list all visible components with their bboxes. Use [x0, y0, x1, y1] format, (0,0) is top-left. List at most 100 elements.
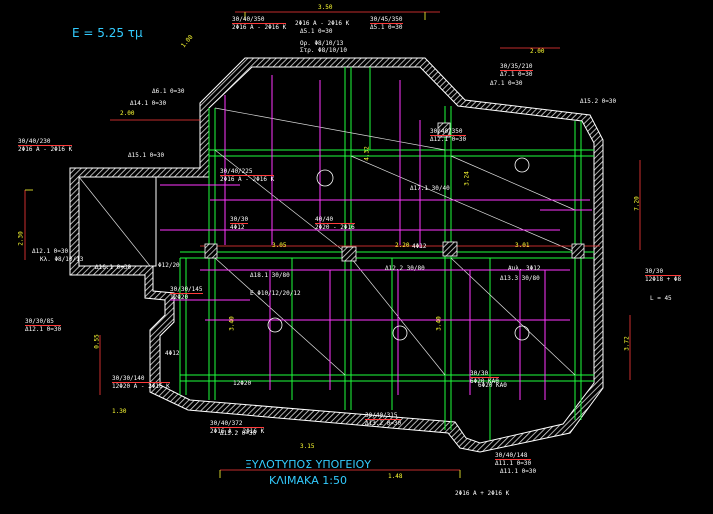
dim-top: 3.50	[318, 4, 333, 11]
beam-tag-3-id: 30/40/225	[220, 168, 275, 176]
beam-tag-6: 40/40 2Φ20 - 2Φ16	[315, 216, 355, 231]
beam-tag-10-sub: Δ13.2 0=30	[365, 420, 402, 427]
note-d: Στρ. Φ8/10/10	[300, 47, 347, 54]
drawing-title: ΞΥΛΟΤΥΠΟΣ ΥΠΟΓΕΙΟΥ ΚΛΙΜΑΚΑ 1:50	[238, 458, 378, 487]
beam-tag-12-sub: 6Φ20 ΚΑΘ	[470, 378, 499, 385]
beam-tag-16-sub: Δ12.1 0=30	[25, 326, 62, 333]
beam-tag-15-id: 30/30/140	[112, 375, 170, 383]
beam-tag-8-id: 30/30	[230, 216, 249, 224]
rebar-lines	[160, 75, 592, 400]
note-f: Δ12.1 0=30	[32, 248, 69, 255]
note-i: Αυλ. 3Φ12	[508, 265, 541, 272]
beam-tag-4-sub: Δ12.1 0=30	[430, 136, 467, 143]
beam-tag-16-id: 30/30/85	[25, 318, 62, 326]
beam-tag-2-id: 30/45/350	[370, 16, 403, 24]
beam-tag-15-sub: 12Φ20 Α - 2Φ16 Κ	[112, 383, 170, 390]
title-line-2: ΚΛΙΜΑΚΑ 1:50	[269, 474, 347, 487]
dim-bottom-span: 3.15	[300, 443, 315, 450]
note-m: Δ12.2 30/80	[385, 265, 425, 272]
beam-tag-4: 30/40/350 Δ12.1 0=30	[430, 128, 467, 143]
beam-tag-7-sub: 12Φ20	[170, 294, 189, 301]
note-s: Δ16.1 0=30	[95, 264, 132, 271]
left-room	[78, 176, 157, 267]
section-markers	[267, 157, 530, 341]
beam-tag-13-id: 30/35/210	[500, 63, 533, 71]
beam-tag-6-id: 40/40	[315, 216, 355, 224]
dim-left-top: 2.00	[120, 110, 135, 117]
note-h: Δ13.2 0=30	[220, 430, 257, 437]
beam-tag-14-id: 30/30	[645, 268, 682, 276]
beam-tag-2-sub: Δ5.1 0=30	[370, 24, 403, 31]
dim-row-b: 2.20	[395, 242, 410, 249]
note-t: Δ6.1 0=30	[152, 88, 185, 95]
note-b: Δ5.1 0=30	[300, 28, 333, 35]
note-y: L = 45	[650, 295, 672, 302]
note-z: 4Φ12	[412, 243, 427, 250]
note-a: 2Φ16 Α - 2Φ16 Κ	[295, 20, 350, 27]
beam-tag-7-id: 30/30/145	[170, 286, 203, 294]
note-n: Δ17.1 30/40	[410, 185, 450, 192]
beam-tag-16: 30/30/85 Δ12.1 0=30	[25, 318, 62, 333]
beam-tag-8-sub: 4Φ12	[230, 224, 245, 231]
beam-tag-10: 30/40/315 Δ13.2 0=30	[365, 412, 402, 427]
beam-tag-5-id: 30/40/230	[18, 138, 73, 146]
beam-tag-12: 30/30 6Φ20 ΚΑΘ	[470, 370, 499, 385]
beam-tag-2: 30/45/350 Δ5.1 0=30	[370, 16, 403, 31]
dim-vert-right: 7.20	[633, 196, 641, 211]
beam-tag-12-id: 30/30	[470, 370, 499, 378]
dim-small-1: 1.30	[112, 408, 127, 415]
dim-top-right: 2.00	[530, 48, 545, 55]
beam-tag-4-id: 30/40/350	[430, 128, 467, 136]
beam-tag-11-id: 30/40/148	[495, 452, 532, 460]
note-u: Δ7.1 0=30	[490, 80, 523, 87]
note-e: Κλ. Φ8/10/13	[40, 256, 84, 263]
note-r: Φ12/20	[158, 262, 180, 269]
beam-tag-10-id: 30/40/315	[365, 412, 402, 420]
dim-mid-beam: 3.40	[435, 316, 443, 331]
beam-tag-11-sub: Δ11.1 0=30	[495, 460, 532, 467]
beam-tag-5-sub: 2Φ16 Α - 2Φ16 Κ	[18, 146, 73, 153]
beam-tag-6-sub: 2Φ20 - 2Φ16	[315, 224, 355, 231]
beam-tag-3-sub: 2Φ16 Α - 2Φ16 Κ	[220, 176, 275, 183]
beam-tag-15: 30/30/140 12Φ20 Α - 2Φ16 Κ	[112, 375, 170, 390]
note-w: Δ15.2 0=30	[580, 98, 617, 105]
beam-tag-8: 30/30 4Φ12	[230, 216, 249, 231]
note-p: 4Φ12	[165, 350, 180, 357]
dim-left-low: 0.55	[93, 334, 101, 349]
yellow-marks	[25, 12, 461, 478]
note-aa: 2Φ16 Α + 2Φ16 Κ	[455, 490, 510, 497]
beam-tag-1-sub: 2Φ16 Α - 2Φ16 Κ	[232, 24, 287, 31]
dim-left-beam: 3.40	[228, 316, 236, 331]
dim-row-c: 3.01	[515, 242, 530, 249]
dim-right-beam: 3.72	[623, 336, 631, 351]
columns	[204, 122, 585, 262]
outer-wall	[69, 57, 604, 453]
note-q: 12Φ20	[233, 380, 252, 387]
note-o: 6Φ20 ΚΑΘ	[478, 382, 507, 389]
beam-tag-1-id: 30/40/350	[232, 16, 287, 24]
note-k: Δ18.1 30/80	[250, 272, 290, 279]
dim-left-mid: 2.30	[17, 231, 25, 246]
beam-tag-3: 30/40/225 2Φ16 Α - 2Φ16 Κ	[220, 168, 275, 183]
beam-tag-9-sub: 2Φ16 Α - 2Φ16 Κ	[210, 428, 265, 435]
scale-note: E = 5.25 τμ	[72, 26, 143, 40]
dim-row-a: 3.05	[272, 242, 287, 249]
beam-tag-14-sub: 12Φ18 + Φ8	[645, 276, 682, 283]
beam-tag-1: 30/40/350 2Φ16 Α - 2Φ16 Κ	[232, 16, 287, 31]
dim-bottom-right: 1.48	[388, 473, 403, 480]
beam-tag-9-id: 30/40/372	[210, 420, 265, 428]
beam-tag-11: 30/40/148 Δ11.1 0=30	[495, 452, 532, 467]
dim-vert-center: 4.32	[363, 146, 371, 161]
beam-tag-9: 30/40/372 2Φ16 Α - 2Φ16 Κ	[210, 420, 265, 435]
note-l: Δ13.3 30/80	[500, 275, 540, 282]
beam-tag-14: 30/30 12Φ18 + Φ8	[645, 268, 682, 283]
note-x: Δ14.1 0=30	[130, 100, 167, 107]
dim-right-vert: 3.24	[463, 171, 471, 186]
beam-tag-7: 30/30/145 12Φ20	[170, 286, 203, 301]
title-line-1: ΞΥΛΟΤΥΠΟΣ ΥΠΟΓΕΙΟΥ	[244, 458, 372, 471]
beam-tag-13: 30/35/210 Δ7.1 0=30	[500, 63, 533, 78]
beam-tag-13-sub: Δ7.1 0=30	[500, 71, 533, 78]
note-g: Δ11.1 0=30	[500, 468, 537, 475]
beam-tag-5: 30/40/230 2Φ16 Α - 2Φ16 Κ	[18, 138, 73, 153]
